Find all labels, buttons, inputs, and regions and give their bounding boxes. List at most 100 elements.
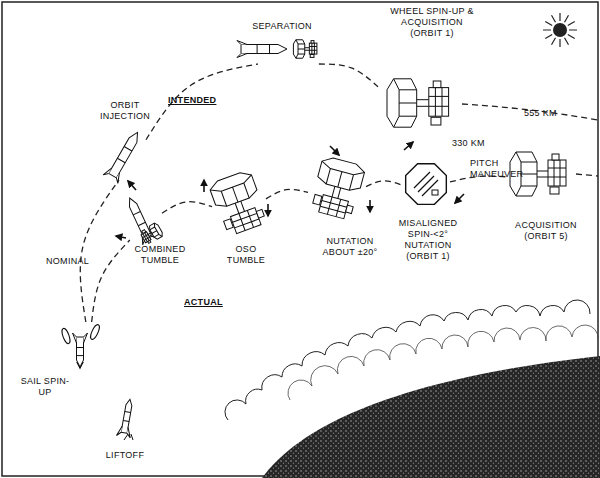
sail-arm [224,219,234,230]
exhaust [124,434,133,440]
wheel-drum [293,40,304,58]
sun [553,23,567,37]
rocket-bands [257,45,269,54]
wheel-drum [317,155,366,192]
wheel-edges [394,79,417,127]
annotation-label: 330 KM [452,138,502,149]
rocket-body [126,196,152,239]
wheel-edges [210,175,259,210]
sail-panel [429,88,449,117]
motion-arrow [330,146,339,155]
rocket-bands [117,147,132,163]
oso-satellite [387,79,449,127]
sail-fairing [60,327,71,344]
stage-illustration [212,168,266,238]
trajectory-path [146,64,258,140]
rocket-body [77,337,84,367]
wheel-drum [148,222,164,240]
stage-figure: OSO TUMBLE [212,168,266,238]
stage-illustration [58,322,102,372]
stage-illustration [308,152,366,224]
motion-arrows [80,92,524,368]
rocket [116,398,136,438]
stage-figure: MISALIGNED SPIN-<2° NUTATION (ORBIT 1) [402,160,450,208]
stage-figure: LIFTOFF [112,396,142,436]
stage-caption: MISALIGNED SPIN-<2° NUTATION (ORBIT 1) [395,218,461,262]
motion-arrow [116,236,126,238]
cloud-line [288,325,598,400]
rocket-fins [103,166,123,183]
rocket-fins [73,333,88,343]
stage-caption: OSO TUMBLE [222,244,270,266]
earth-surface [262,356,600,478]
wheel-edges [296,40,305,58]
stage-caption: NUTATION ABOUT ±20° [315,236,385,258]
orbit-path [576,174,598,176]
oso-satellite [293,40,317,58]
sail-grid [548,160,566,186]
oso-satellite [139,222,164,245]
cloud-line [225,300,590,420]
rocket-fins [116,426,132,438]
stage-figure: WHEEL SPIN-UP & ACQUISITION (ORBIT 1) [378,72,462,134]
sail-grid [319,195,349,219]
sail-panel [309,43,317,54]
annotation-label: INTENDED [168,95,238,106]
annotation-label: ACTUAL [184,297,244,308]
oso-satellite [208,169,268,237]
rocket [122,195,157,245]
motion-arrow [455,194,464,203]
panel-hatch [414,172,438,196]
trajectory-path [162,202,212,213]
trajectory-path [266,189,308,198]
sail-arm [433,81,441,88]
stage-illustration [402,160,450,208]
stage-caption: WHEEL SPIN-UP & ACQUISITION (ORBIT 1) [386,6,478,39]
motion-arrow [203,180,205,192]
octagon-outline [406,164,447,205]
rocket-bands [77,348,84,356]
sensor-box [432,190,438,195]
sail-mast [537,171,548,177]
sail-arm [550,187,559,194]
sail-arm [142,230,146,234]
sail-arm [346,205,354,213]
sail-grid [309,43,317,54]
motion-arrow [267,204,269,216]
stage-caption: ORBIT INJECTION [94,100,156,122]
wheel-drum [208,169,259,209]
rocket-body [241,45,287,54]
sun-rays [543,13,577,47]
stage-caption: COMBINED TUMBLE [129,244,191,266]
stage-caption: SEPARATION [242,21,322,32]
stage-figure: NUTATION ABOUT ±20° [308,152,366,224]
sail-fairing [89,323,101,340]
stage-caption: SAIL SPIN-UP [20,376,70,398]
stage-caption: ACQUISITION (ORBIT 5) [508,220,584,242]
stage-illustration [120,192,162,240]
stage-caption: LIFTOFF [95,450,155,461]
trajectory-path [366,181,402,187]
sail-arm [311,41,314,44]
rocket-fins [237,41,247,58]
annotation-label: PITCH MANEUVER [470,158,528,180]
rocket [73,333,88,367]
stage-figure: COMBINED TUMBLE [120,192,162,240]
motion-arrow [369,200,371,212]
stage-figure: SAIL SPIN-UP [58,322,102,372]
rocket-bands [133,212,145,226]
stage-illustration [378,72,462,134]
sail-mast [332,186,341,198]
sail-mast [305,48,310,51]
stage-illustration [238,34,322,64]
wheel-drum [387,79,417,127]
rocket-body [121,399,133,434]
stage-illustration [112,396,142,436]
stage-figure: SEPARATION [238,34,322,64]
trajectory-path [319,64,378,87]
sail-arm [313,194,322,205]
annotation-label: NOMINAL [46,256,106,267]
stage-illustration [104,128,146,180]
